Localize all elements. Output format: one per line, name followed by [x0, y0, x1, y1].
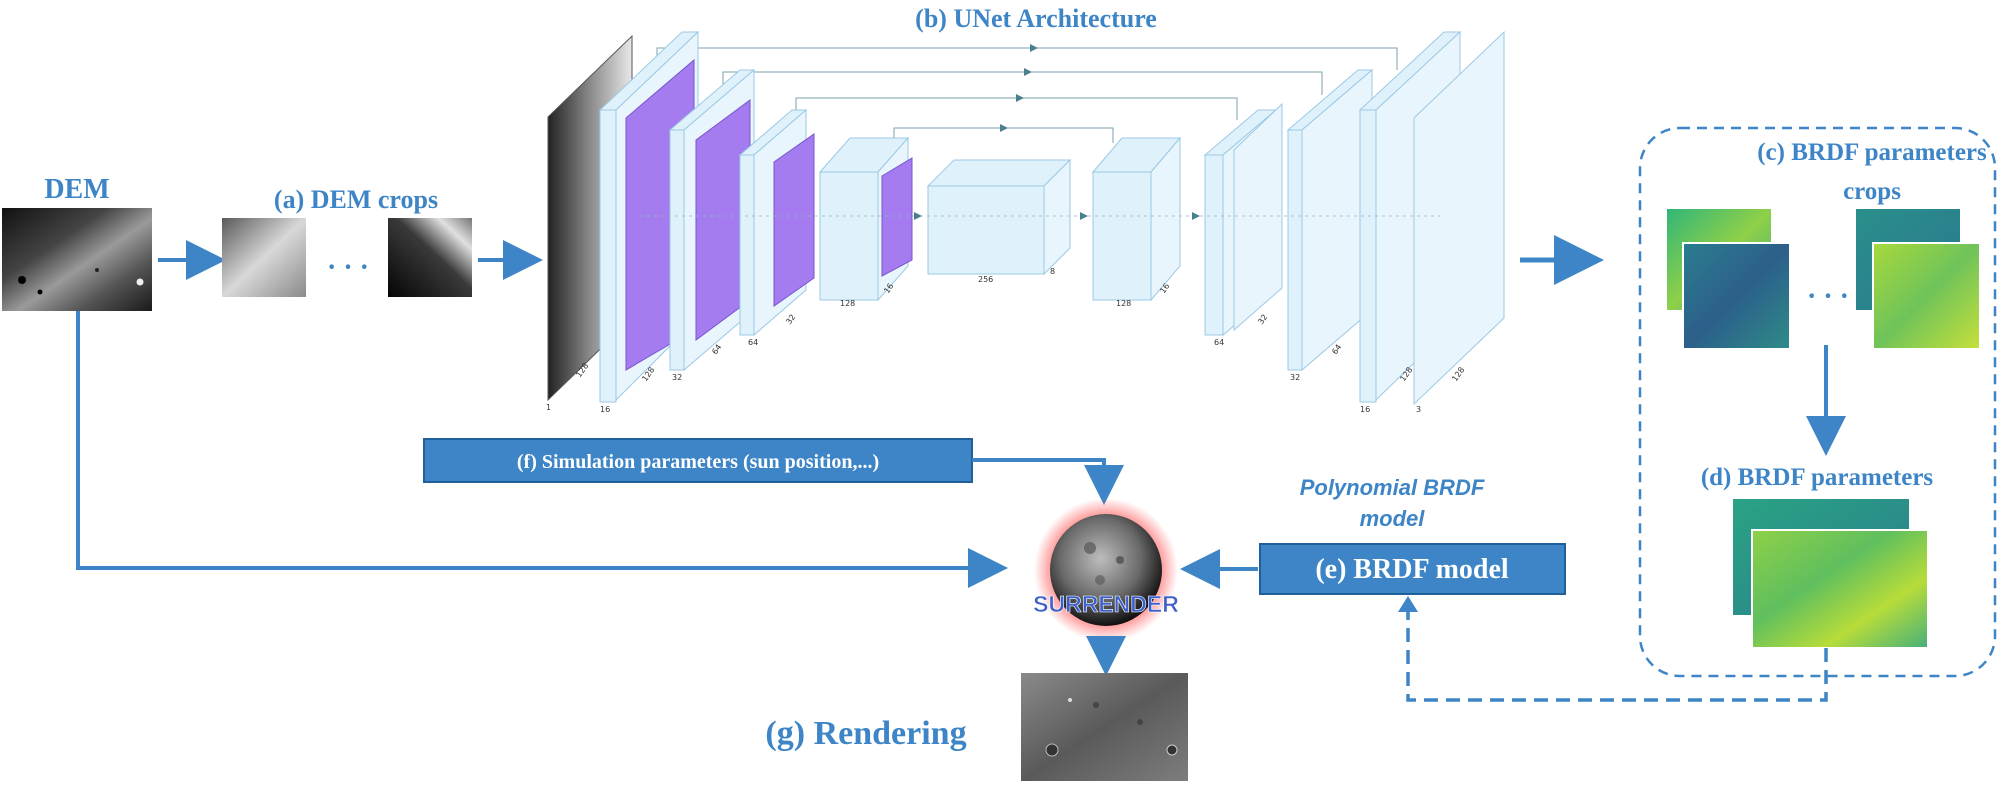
surrender-label: SURRENDER: [1033, 591, 1179, 617]
dim-dec1-ch: 128: [1116, 299, 1131, 308]
rendering-block: (g) Rendering: [765, 673, 1188, 781]
crater: [18, 276, 26, 284]
dem-label: DEM: [44, 174, 109, 205]
dem-block: DEM: [2, 174, 152, 311]
brdf-crops-label-line2: crops: [1843, 178, 1901, 205]
circle: [1095, 575, 1105, 585]
crater: [95, 268, 99, 272]
circle: [1116, 556, 1124, 564]
unet-dec2-layer-b: [1233, 102, 1283, 332]
skip-connections: [656, 47, 1398, 143]
dem-crops-label: (a) DEM crops: [274, 185, 438, 214]
brdf-params-label: (d) BRDF parameters: [1701, 464, 1934, 491]
arrow-dem-to-surrender: [76, 311, 1008, 588]
brdf-crops-label-line1: (c) BRDF parameters: [1757, 139, 1987, 166]
brdf-params-block: (d) BRDF parameters: [1701, 464, 1934, 649]
dim-enc1-ch: 16: [600, 405, 610, 414]
dim-output-ch: 3: [1416, 405, 1421, 414]
unet-enc1-layer-a: [599, 109, 617, 403]
dim-dec2-ch: 64: [1214, 338, 1224, 347]
poly-brdf-label-line2: model: [1360, 506, 1426, 531]
arrowhead: [1192, 212, 1200, 220]
circle: [1093, 702, 1099, 708]
dim-bottleneck-ch: 256: [978, 275, 993, 284]
brdf-model-label: (e) BRDF model: [1315, 554, 1509, 585]
skip-connection-2: [722, 71, 1323, 95]
dim-dec3-ch: 32: [1290, 373, 1300, 382]
brdf-param-image-front: [1751, 529, 1929, 649]
brdf-crop-image-4: [1872, 242, 1981, 350]
arrowhead: [1024, 68, 1032, 76]
dim-input-ch: 1: [546, 403, 551, 412]
unet-architecture: (b) UNet Architecture 1 128 16 128: [546, 4, 1505, 414]
surrender-renderer: SURRENDER: [1033, 498, 1180, 642]
unet-dec1-layer-a: [1092, 171, 1152, 301]
skip-connection-1: [656, 47, 1398, 70]
circle: [1068, 698, 1072, 702]
unet-enc3-conv: [773, 133, 815, 307]
unet-enc2-layer-a: [669, 129, 685, 371]
circle: [1045, 743, 1059, 757]
unet-enc4-conv: [881, 157, 913, 277]
g: [914, 212, 1200, 220]
simulation-params-label: (f) Simulation parameters (sun position,…: [517, 451, 879, 473]
dem-crops-block: (a) DEM crops · · ·: [222, 185, 472, 297]
unet-dec2-layer-a: [1204, 154, 1224, 336]
dem-image: [2, 208, 152, 311]
circle: [1166, 744, 1178, 756]
crater: [37, 289, 43, 295]
arrowhead: [1030, 44, 1038, 52]
dim-enc2-ch: 32: [672, 373, 682, 382]
dem-crop-image-2: [388, 218, 472, 297]
simulation-params-box: (f) Simulation parameters (sun position,…: [423, 438, 973, 483]
rendering-image: [1021, 673, 1188, 781]
unet-output-layer: [1413, 30, 1505, 406]
dim-dec4-ch: 16: [1360, 405, 1370, 414]
arrow-brdf-params-to-model: [1406, 606, 1828, 702]
circle: [1137, 719, 1143, 725]
brdf-model-block: Polynomial BRDF model (e) BRDF model: [1259, 475, 1566, 595]
brdf-container: [1638, 126, 1997, 678]
layer-side: [1150, 136, 1181, 302]
skip-arrowheads: [1000, 44, 1038, 132]
brdf-crop-image-2: [1682, 242, 1791, 350]
arrowhead: [1000, 124, 1008, 132]
arrowhead: [1016, 94, 1024, 102]
unet-dec3-layer-a: [1287, 129, 1303, 371]
crater: [136, 278, 144, 286]
arrow-sim-params-to-surrender: [972, 458, 1124, 505]
brdf-crops-block: (c) BRDF parameters crops · · ·: [1665, 139, 1987, 350]
brdf-model-rect: [1259, 543, 1566, 595]
dem-crops-ellipsis: · · ·: [327, 252, 369, 283]
circle: [1084, 542, 1096, 554]
unet-bottleneck-front: [927, 185, 1045, 275]
dim-enc4-ch: 128: [840, 299, 855, 308]
dem-crop-image-1: [222, 218, 306, 297]
unet-title: (b) UNet Architecture: [915, 4, 1157, 33]
unet-bottleneck-side: [1043, 158, 1071, 276]
arrowhead-brdf-params-to-model: [1398, 596, 1418, 612]
brdf-crops-ellipsis: · · ·: [1807, 281, 1849, 312]
arrowhead: [1080, 212, 1088, 220]
dim-enc3-h: 32: [784, 313, 797, 327]
unet-dec4-layer-a: [1359, 109, 1377, 403]
rendering-label: (g) Rendering: [765, 715, 966, 752]
poly-brdf-label-line1: Polynomial BRDF: [1300, 475, 1485, 500]
arrowhead: [914, 212, 922, 220]
dim-dec2-h: 32: [1256, 313, 1269, 327]
unet-enc4-layer-a: [819, 171, 879, 301]
dim-output-h: 128: [1450, 365, 1466, 383]
dim-enc3-ch: 64: [748, 338, 758, 347]
surrender-moon-icon: [1050, 514, 1162, 626]
dim-bottleneck-h: 8: [1050, 267, 1055, 276]
unet-enc3-layer-a: [739, 154, 755, 336]
